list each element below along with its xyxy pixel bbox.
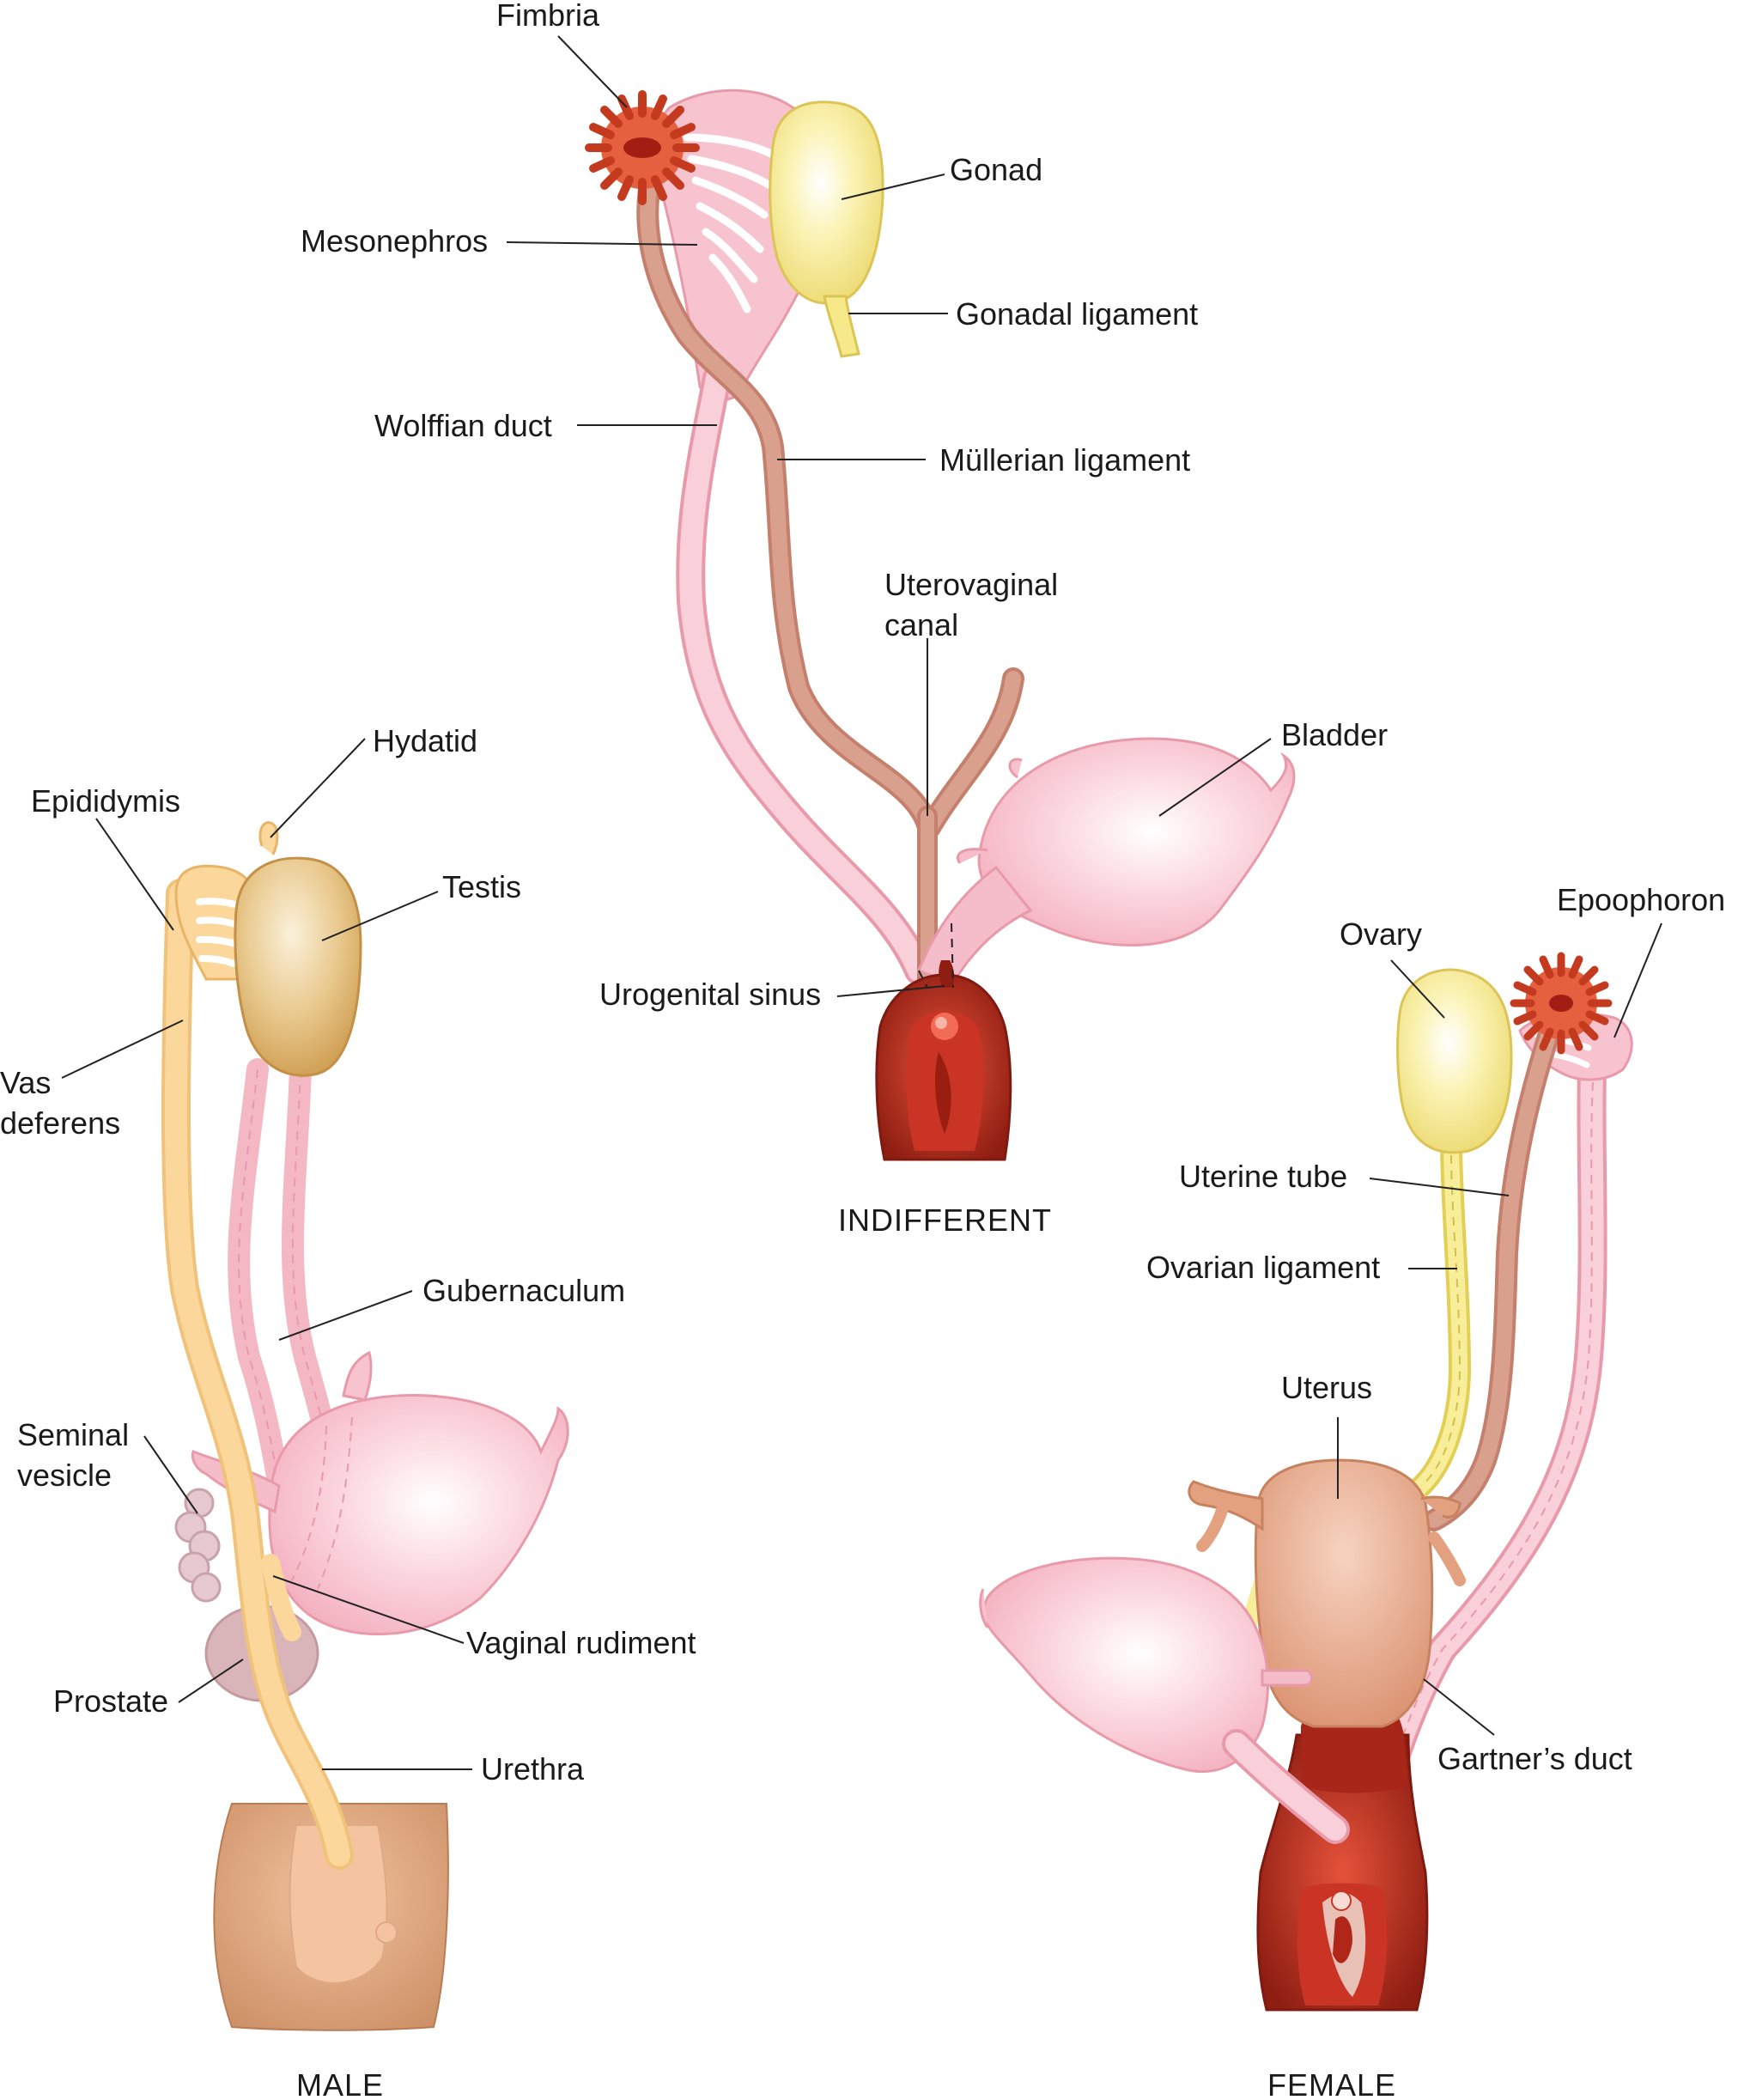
label-uterovaginal-canal-1: Uterovaginal	[884, 567, 1058, 602]
leader-testis	[321, 891, 439, 941]
leader-bladder	[1158, 738, 1272, 817]
seminal-vesicle-shape	[174, 1488, 222, 1603]
gonad-shape	[769, 100, 884, 305]
leader-ovary	[1390, 959, 1445, 1019]
label-hydatid: Hydatid	[373, 723, 477, 758]
leader-epoophoron	[1613, 922, 1662, 1038]
female-diagram	[979, 922, 1662, 2012]
label-fimbria: Fimbria	[496, 0, 600, 33]
indifferent-diagram	[506, 35, 1296, 1161]
label-prostate: Prostate	[53, 1683, 168, 1719]
label-mesonephros: Mesonephros	[301, 223, 488, 259]
label-uterus: Uterus	[1281, 1370, 1372, 1405]
male-diagram	[61, 738, 569, 2031]
label-epoophoron: Epoophoron	[1557, 882, 1725, 917]
mesonephric-tubules	[683, 133, 777, 313]
label-gartners-duct: Gartner’s duct	[1437, 1741, 1632, 1776]
label-gubernaculum: Gubernaculum	[422, 1273, 625, 1308]
label-gonad: Gonad	[950, 152, 1042, 187]
title-indifferent: INDIFFERENT	[838, 1202, 1052, 1238]
leader-vas-deferens	[61, 1020, 184, 1079]
label-seminal-vesicle-1: Seminal	[17, 1417, 129, 1452]
label-urethra: Urethra	[481, 1751, 585, 1787]
leader-epididymis	[95, 818, 174, 931]
leader-prostate	[178, 1659, 244, 1703]
label-seminal-vesicle-2: vesicle	[17, 1458, 112, 1493]
label-urogenital-sinus: Urogenital sinus	[599, 977, 821, 1012]
label-vas-deferens-2: deferens	[0, 1105, 120, 1141]
label-uterovaginal-canal-2: canal	[884, 607, 958, 642]
female-fimbria-shape	[1510, 952, 1613, 1055]
label-vaginal-rudiment: Vaginal rudiment	[466, 1625, 696, 1660]
label-wolffian-duct: Wolffian duct	[374, 408, 552, 443]
leader-hydatid	[270, 738, 366, 838]
label-mullerian-ligament: Müllerian ligament	[939, 442, 1190, 478]
label-ovary: Ovary	[1340, 916, 1422, 952]
label-bladder: Bladder	[1281, 717, 1388, 752]
male-bladder-shape	[268, 1393, 569, 1636]
title-female: FEMALE	[1267, 2067, 1396, 2100]
leader-urogenital-sinus	[836, 985, 945, 997]
bladder-shape	[977, 737, 1296, 947]
leader-gartners-duct	[1423, 1678, 1495, 1736]
title-male: MALE	[296, 2067, 384, 2100]
leader-uterine-tube	[1369, 1178, 1510, 1196]
leader-seminal-vesicle	[143, 1435, 198, 1514]
label-vas-deferens-1: Vas	[0, 1065, 51, 1100]
leader-gubernaculum	[278, 1290, 413, 1341]
vaginal-rudiment-shape	[261, 1554, 301, 1641]
label-uterine-tube: Uterine tube	[1179, 1159, 1347, 1194]
leader-mesonephros	[506, 241, 698, 246]
fimbria-shape	[585, 90, 700, 205]
label-gonadal-ligament: Gonadal ligament	[956, 296, 1198, 332]
label-epididymis: Epididymis	[31, 783, 180, 819]
leader-gonad	[841, 173, 945, 200]
ovary-shape	[1396, 968, 1513, 1154]
label-testis: Testis	[442, 869, 521, 904]
leader-vaginal-rudiment	[272, 1575, 465, 1644]
testis-shape	[234, 856, 362, 1077]
leader-fimbria	[557, 35, 628, 108]
label-ovarian-ligament: Ovarian ligament	[1146, 1250, 1380, 1285]
